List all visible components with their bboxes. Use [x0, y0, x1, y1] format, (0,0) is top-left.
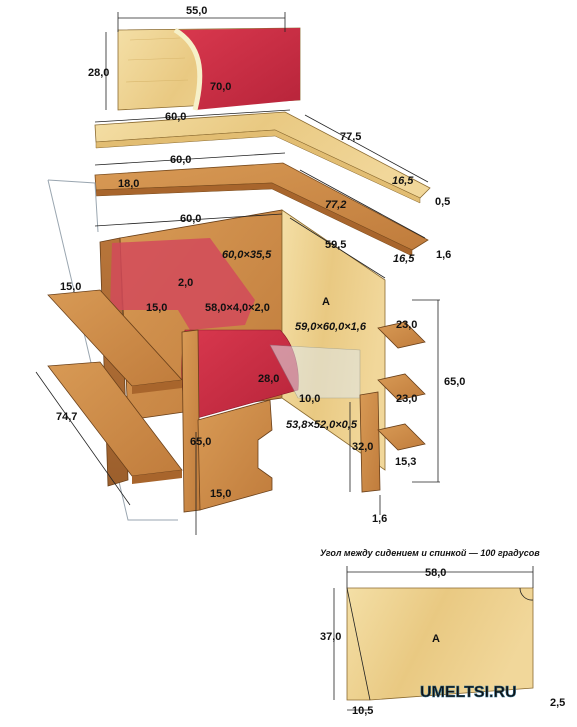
dim-back-cushion: 70,0: [210, 81, 231, 93]
dim-shelf-board-depth: 18,0: [118, 178, 139, 190]
dim-shelf-h1: 23,0: [396, 319, 417, 331]
dim-total-height: 65,0: [444, 376, 465, 388]
dim-seat-board: 53,8×52,0×0,5: [286, 419, 358, 431]
dim-base-depth: 15,0: [210, 488, 231, 500]
dim-detail-bottom: 10,5: [352, 705, 373, 717]
dim-leg-height: 32,0: [352, 441, 373, 453]
dim-shelf-left-depth: 15,0: [146, 302, 167, 314]
dim-shelf-board-side: 77,2: [325, 199, 346, 211]
dim-seat-step: 10,0: [299, 393, 320, 405]
dim-seat-height: 28,0: [258, 373, 279, 385]
dim-shelf-board-len: 60,0: [170, 154, 191, 166]
dim-panel-a: 59,0×60,0×1,6: [295, 321, 367, 333]
dim-detail-gap: 2,5: [550, 697, 565, 709]
dim-top-board-gap: 0,5: [435, 196, 450, 208]
label-a: A: [322, 296, 330, 308]
dim-shelf-h2: 23,0: [396, 393, 417, 405]
panel-a-detail: [333, 566, 534, 711]
dim-detail-height: 37,0: [320, 631, 341, 643]
site-watermark: UMELTSI.RU: [420, 684, 517, 701]
dim-front-height: 65,0: [190, 436, 211, 448]
angle-caption: Угол между сидением и спинкой — 100 град…: [320, 548, 540, 558]
dim-top-board-side: 77,5: [340, 131, 361, 143]
dim-cushion-size: 60,0×35,5: [222, 249, 272, 261]
dim-top-board-end: 16,5: [392, 175, 414, 187]
dim-shelf-board-thick: 1,6: [436, 249, 451, 261]
backrest-panel: [117, 27, 301, 111]
seat-frame: [47, 179, 426, 521]
dim-side-shelf-len: 74,7: [56, 411, 77, 423]
dim-bottom-shelf: 15,3: [395, 456, 416, 468]
detail-label-a: A: [432, 633, 440, 645]
dim-shelf-left: 15,0: [60, 281, 81, 293]
dim-base-thick: 1,6: [372, 513, 387, 525]
dim-seat-panel: 58,0×4,0×2,0: [205, 302, 270, 314]
dim-frame-side: 59,5: [325, 239, 346, 251]
dim-back-width: 55,0: [186, 5, 207, 17]
dim-frame-front: 60,0: [180, 213, 201, 225]
dimension-labels: 55,0 28,0 70,0 60,0 77,5 16,5 0,5 60,0 1…: [56, 5, 565, 717]
dimension-lines: [35, 12, 440, 535]
dim-top-board-len: 60,0: [165, 111, 186, 123]
dim-detail-width: 58,0: [425, 567, 446, 579]
dim-cushion-inset: 2,0: [178, 277, 193, 289]
dim-back-height: 28,0: [88, 67, 109, 79]
upper-corner-board: [94, 111, 431, 204]
dim-shelf-board-end: 16,5: [393, 253, 415, 265]
